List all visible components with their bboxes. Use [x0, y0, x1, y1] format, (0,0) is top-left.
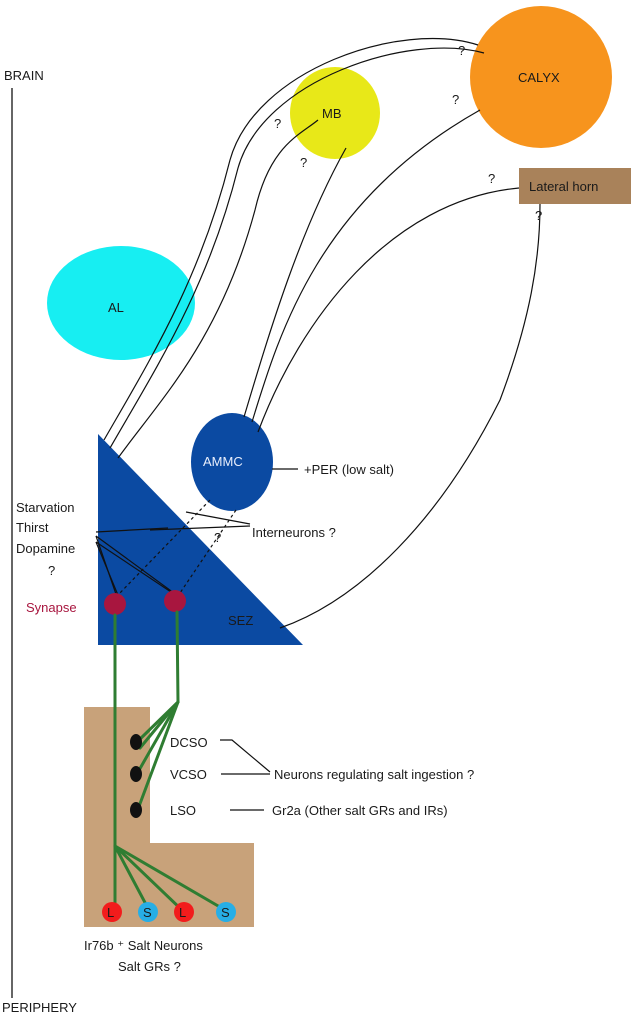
al-region [47, 246, 195, 360]
unknown-mark-interneuron: ? [214, 530, 221, 545]
unknown-mark-lateral-horn-1: ? [488, 171, 495, 186]
axon-fan-2 [113, 844, 186, 914]
axon-fan-1 [113, 844, 152, 914]
neuron-l-2-label: L [179, 905, 186, 920]
vcso-label: VCSO [170, 767, 207, 782]
synapse-left [104, 593, 126, 615]
ammc-to-lateral-horn-wire [257, 187, 520, 433]
modulator-fan-4 [95, 541, 181, 599]
unknown-mark-mb-1: ? [274, 116, 281, 131]
al-label: AL [108, 300, 124, 315]
vcso-neuron [130, 766, 142, 782]
ammc-to-calyx-wire [251, 109, 481, 423]
sez-region [98, 434, 303, 645]
calyx-region [470, 6, 612, 148]
axon-branch-lso [136, 700, 180, 811]
lateral-horn-label: Lateral horn [529, 179, 598, 194]
lso-neuron [130, 802, 142, 818]
neuron-l-1-label: L [107, 905, 114, 920]
brain-label: BRAIN [4, 68, 44, 83]
calyx-label: CALYX [518, 70, 560, 85]
ammc-synapse-dashed-2 [179, 509, 237, 594]
synapse-label: Synapse [26, 600, 77, 615]
ammc-to-mb-wire [243, 147, 347, 418]
lateral-horn-region [519, 168, 631, 204]
neuron-l-1 [102, 902, 122, 922]
modulator-fan-3 [95, 541, 121, 601]
sez-to-calyx-wire-1 [103, 38, 479, 441]
thirst-label: Thirst [16, 520, 49, 535]
neuron-s-2 [216, 902, 236, 922]
axon-fan-3 [113, 844, 227, 912]
ammc-region [191, 413, 273, 511]
modulator-fan-5 [95, 527, 169, 533]
unknown-mark-calyx-1: ? [458, 43, 465, 58]
starvation-label: Starvation [16, 500, 75, 515]
dcso-label: DCSO [170, 735, 208, 750]
axon-branch-dcso [136, 700, 180, 743]
modulator-fan-2 [95, 535, 179, 597]
unknown-mark-lateral-horn-2: ? [535, 208, 542, 223]
mb-label: MB [322, 106, 342, 121]
mb-region [290, 67, 380, 159]
lso-label: LSO [170, 803, 196, 818]
neurons-regulating-label: Neurons regulating salt ingestion ? [274, 767, 474, 782]
neuron-s-1 [138, 902, 158, 922]
unknown-mark-calyx-2: ? [452, 92, 459, 107]
axon-branch-vcso [136, 700, 180, 774]
ir76b-label: Ir76b ⁺ Salt Neurons [84, 938, 203, 953]
periphery-label: PERIPHERY [2, 1000, 77, 1015]
peripheral-tissue [84, 707, 254, 927]
ammc-label: AMMC [203, 454, 243, 469]
interneurons-label: Interneurons ? [252, 525, 336, 540]
ammc-synapse-dashed-1 [117, 499, 211, 596]
interneurons-line-2 [149, 525, 251, 531]
sez-label: SEZ [228, 613, 253, 628]
sez-to-lateral-horn-wire [279, 203, 541, 629]
gr2a-label: Gr2a (Other salt GRs and IRs) [272, 803, 448, 818]
neuron-s-2-label: S [221, 905, 230, 920]
interneurons-connector [185, 511, 251, 525]
sez-to-calyx-wire-2 [109, 47, 485, 449]
neuron-l-2 [174, 902, 194, 922]
dopamine-label: Dopamine [16, 541, 75, 556]
neuron-s-1-label: S [143, 905, 152, 920]
synapse-right [164, 590, 186, 612]
dcso-neuron [130, 734, 142, 750]
dcso-connector [220, 739, 271, 773]
salt-grs-label: Salt GRs ? [118, 959, 181, 974]
unknown-mark-mb-2: ? [300, 155, 307, 170]
per-label: +PER (low salt) [304, 462, 394, 477]
modulators-unknown-mark: ? [48, 563, 55, 578]
sez-to-mb-wire [117, 119, 319, 459]
